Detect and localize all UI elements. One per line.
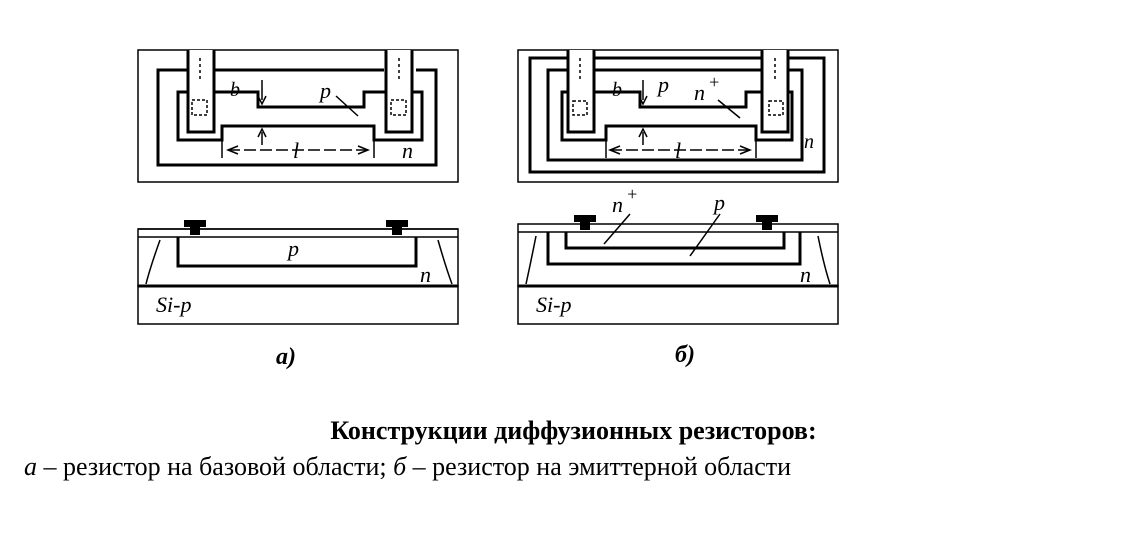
panel-a-contact-left-2 [191, 99, 208, 116]
panel-a-substrate [137, 285, 459, 325]
panel-a-cross-section [137, 228, 459, 325]
panel-b-metal-contact-right [756, 215, 778, 222]
panel-b-contact-left-2 [572, 100, 588, 116]
panel-b-nplus-leader [717, 99, 741, 119]
panel-b-nplus-diffusion [564, 232, 786, 250]
figure-caption-description: а – резистор на базовой области; б – рез… [24, 452, 1131, 482]
panel-b-lead-right [760, 50, 790, 134]
panel-a-cross-label-substrate: Si-p [156, 292, 191, 317]
panel-b-p-region [546, 68, 804, 162]
panel-b-substrate [517, 285, 839, 325]
caption-letter-a: а [24, 452, 37, 481]
panel-a-top-label-p: p [318, 78, 331, 103]
caption-text-a: – резистор на базовой области; [37, 452, 394, 481]
panel-b-cross-section [517, 213, 839, 325]
panel-a-top-label-l: l [293, 138, 299, 163]
panel-b-cross-label-nplus: n [612, 192, 623, 217]
panel-a-isolation-right [437, 239, 453, 285]
panel-b-top-label-l: l [675, 138, 681, 163]
caption-text-b: – резистор на эмиттерной области [406, 452, 792, 481]
diffusion-resistor-diagram: b p l n p n Si-p а) [137, 49, 839, 370]
panel-b-p-leader-cross [689, 213, 721, 257]
panel-a-lead-left [186, 50, 216, 134]
panel-b-nplus-leader-cross [603, 213, 631, 245]
panel-b-isolation-right [817, 235, 831, 285]
panel-a-isolation-left [145, 239, 161, 285]
panel-a-metal-contact-left-stem [190, 225, 200, 235]
panel-a-top-view [137, 49, 459, 183]
panel-b-contact-right-2 [768, 100, 784, 116]
panel-b-cross-label-n: n [800, 262, 811, 287]
figure-caption-title: Конструкции диффузионных резисторов: [330, 416, 817, 445]
panel-b-top-label-nplus-sup: + [708, 72, 720, 92]
panel-b-p-diffusion [546, 232, 802, 266]
panel-b-cross-label-substrate: Si-p [536, 292, 571, 317]
panel-a-caption: а) [276, 344, 296, 370]
panel-b-b-arrowhead-bottom [638, 127, 648, 138]
panel-b-top-frame [517, 49, 839, 183]
panel-a-cross-label-p: p [286, 236, 299, 261]
panel-b-b-arrowhead-top [638, 95, 648, 106]
panel-a-cross-label-n: n [420, 262, 431, 287]
panel-a-l-arrowhead-left [225, 145, 239, 155]
panel-a-top-label-n: n [402, 138, 413, 163]
panel-b-cross-label-nplus-sup: + [626, 184, 638, 204]
caption-letter-b: б [393, 452, 407, 481]
panel-b-lead-left [566, 50, 596, 134]
panel-a-lead-right [384, 50, 414, 134]
panel-b-nplus-resistor [560, 90, 794, 142]
panel-a-metal-contact-left [184, 220, 206, 227]
panel-a-p-leader [335, 95, 359, 117]
panel-a-top-frame [137, 49, 459, 183]
panel-a-contact-right-2 [390, 99, 407, 116]
panel-b-top-label-b: b [612, 79, 622, 101]
panel-a-b-arrowhead-bottom [257, 127, 267, 138]
panel-b-metal-contact-right-stem [762, 220, 772, 230]
panel-b-metal-contact-left [574, 215, 596, 222]
panel-b-metal-contact-left-stem [580, 220, 590, 230]
panel-b-n-region-outer [528, 56, 826, 174]
panel-b-l-arrowhead-left [607, 145, 621, 155]
panel-b-l-arrowhead-right [739, 145, 753, 155]
panel-a-top-label-b: b [230, 79, 240, 101]
panel-b-top-label-n: n [804, 131, 814, 153]
panel-b-top-label-p: p [656, 72, 669, 97]
panel-a-metal-contact-right [386, 220, 408, 227]
panel-b-cross-label-p: p [712, 190, 725, 215]
panel-b-top-label-nplus: n [694, 80, 705, 105]
panel-a-n-region [156, 68, 438, 167]
panel-b-isolation-left [525, 235, 537, 285]
panel-b-top-view [517, 49, 839, 183]
panel-b-caption: б) [675, 342, 695, 368]
panel-a-l-arrowhead-right [357, 145, 371, 155]
panel-a-p-diffusion [176, 237, 418, 268]
panel-a-metal-contact-right-stem [392, 225, 402, 235]
panel-a-b-arrowhead-top [257, 95, 267, 106]
